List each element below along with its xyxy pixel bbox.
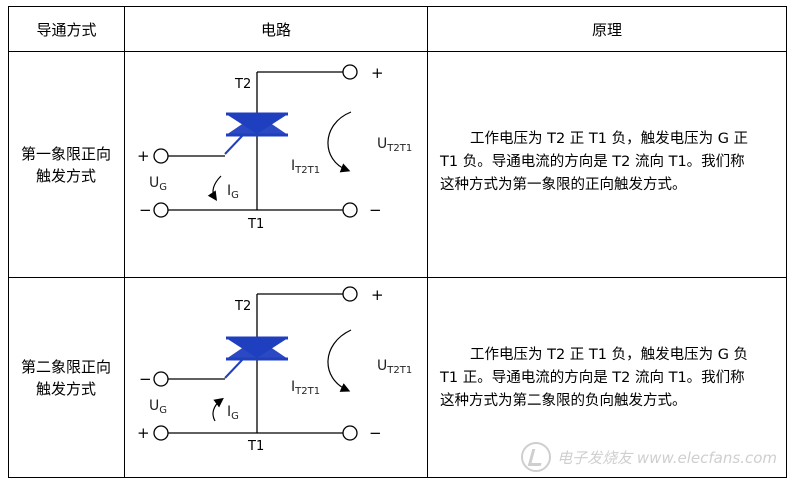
row2-principle-line2: T1 正。导通电流的方向是 T2 流向 T1。我们称 bbox=[440, 370, 745, 386]
svg-text:IT2T1: IT2T1 bbox=[291, 379, 320, 397]
row1-it2t1-sub: T2T1 bbox=[294, 165, 320, 176]
watermark-text: 电子发烧友 www.elecfans.com bbox=[557, 448, 777, 467]
row2-triac-symbol bbox=[224, 336, 288, 379]
row2-ut2t1-main: U bbox=[377, 358, 387, 374]
row1-gate-sign: + bbox=[137, 147, 150, 165]
row1-t2-label: T2 bbox=[234, 77, 251, 92]
row1-ig-sub: G bbox=[231, 190, 239, 201]
row2-principle-line3: 这种方式为第二象限的负向触发方式。 bbox=[440, 393, 687, 409]
row2-it2t1-sub: T2T1 bbox=[294, 386, 320, 397]
svg-text:UT2T1: UT2T1 bbox=[377, 358, 412, 376]
row2-bottom-right-sign: − bbox=[369, 424, 382, 442]
row1-it2t1-main: I bbox=[291, 158, 295, 174]
row2-mode: 第二象限正向触发方式 bbox=[16, 278, 116, 477]
row2-principle-line1: 工作电压为 T2 正 T1 负，触发电压为 G 负 bbox=[470, 347, 749, 363]
svg-text:IT2T1: IT2T1 bbox=[291, 158, 320, 176]
row2-it2t1-main: I bbox=[291, 379, 295, 395]
header-principle: 原理 bbox=[591, 20, 622, 39]
row1-principle: 工作电压为 T2 正 T1 负，触发电压为 G 正 T1 负。导通电流的方向是 … bbox=[440, 128, 780, 197]
header-divider bbox=[8, 51, 787, 52]
row2-bottom-left-sign: + bbox=[137, 424, 150, 442]
watermark: 电子发烧友 www.elecfans.com bbox=[521, 442, 777, 472]
row1-t1-label: T1 bbox=[247, 217, 264, 232]
elecfans-logo-icon bbox=[521, 442, 552, 472]
table-border-bottom bbox=[8, 477, 787, 478]
row1-bottom-left-sign: − bbox=[139, 201, 152, 219]
svg-text:UT2T1: UT2T1 bbox=[377, 136, 412, 154]
svg-text:UG: UG bbox=[149, 175, 167, 193]
row1-ig-main: I bbox=[227, 183, 231, 199]
row2-circuit-diagram: + − + − T2 T1 UG IG UT2T1 IT2T1 bbox=[137, 286, 412, 454]
row1-ut2t1-main: U bbox=[377, 136, 387, 152]
header-mode: 导通方式 bbox=[36, 20, 97, 39]
row2-gate-sign: − bbox=[139, 370, 152, 388]
row2-principle: 工作电压为 T2 正 T1 负，触发电压为 G 负 T1 正。导通电流的方向是 … bbox=[440, 344, 780, 413]
row1-mode: 第一象限正向触发方式 bbox=[16, 52, 116, 277]
svg-text:UG: UG bbox=[149, 398, 167, 416]
row2-top-plus: + bbox=[371, 286, 384, 304]
row2-mode-label: 第二象限正向触发方式 bbox=[20, 357, 111, 398]
column-divider-2 bbox=[427, 6, 428, 478]
table-border-top bbox=[8, 6, 787, 7]
row1-principle-line2: T1 负。导通电流的方向是 T2 流向 T1。我们称 bbox=[440, 154, 745, 170]
row1-ug-main: U bbox=[149, 175, 159, 191]
row2-ig-sub: G bbox=[231, 411, 239, 422]
row-divider bbox=[8, 277, 787, 278]
row1-triac-symbol bbox=[224, 112, 288, 155]
table-border-right bbox=[786, 6, 787, 478]
row1-principle-line1: 工作电压为 T2 正 T1 负，触发电压为 G 正 bbox=[470, 131, 749, 147]
svg-text:IG: IG bbox=[227, 404, 239, 422]
column-divider-1 bbox=[124, 6, 125, 478]
row1-mode-label: 第一象限正向触发方式 bbox=[20, 144, 111, 185]
svg-text:IG: IG bbox=[227, 183, 239, 201]
row2-t2-label: T2 bbox=[234, 299, 251, 314]
row2-t1-label: T1 bbox=[247, 439, 264, 454]
header-circuit: 电路 bbox=[260, 20, 291, 39]
row1-top-plus: + bbox=[371, 64, 384, 82]
row1-bottom-right-sign: − bbox=[369, 201, 382, 219]
row1-principle-line3: 这种方式为第一象限的正向触发方式。 bbox=[440, 177, 687, 193]
row2-ug-sub: G bbox=[159, 405, 167, 416]
row1-ut2t1-sub: T2T1 bbox=[386, 143, 412, 154]
row2-ig-main: I bbox=[227, 404, 231, 420]
row2-ut2t1-sub: T2T1 bbox=[386, 365, 412, 376]
row2-ug-main: U bbox=[149, 398, 159, 414]
table-border-left bbox=[8, 6, 9, 478]
row1-circuit-diagram: + + − − T2 T1 UG IG UT2T1 IT2T1 bbox=[137, 64, 412, 232]
row1-ug-sub: G bbox=[159, 182, 167, 193]
